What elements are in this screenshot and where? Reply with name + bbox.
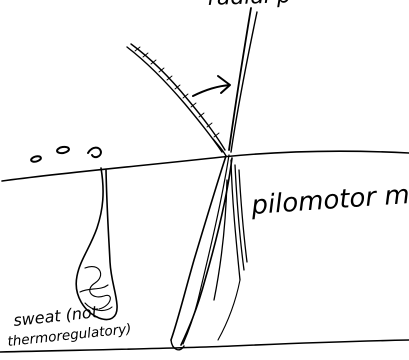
pore-mark [31,155,42,162]
hair-shaft-twisted [131,44,225,150]
erect-hair-shaft [229,8,251,150]
follicle-wall [171,156,226,340]
sweat-gland [76,168,117,319]
partial-top-label: radial p [207,0,291,11]
surface-pores [31,146,101,163]
pore-mark [88,148,101,158]
hair-shaft-twisted [127,47,222,152]
pilomotor-muscle-label: pilomotor m. [249,179,409,221]
erect-hair-shaft [231,12,257,152]
pilomotor-muscle [214,160,247,340]
hair-follicle [171,155,232,350]
muscle-strand [239,170,247,262]
muscle-strand [218,280,240,340]
movement-arrow-icon [193,76,230,96]
skin-surface-line [2,151,409,181]
follicle-wall [181,158,232,345]
pore-mark [57,146,70,154]
